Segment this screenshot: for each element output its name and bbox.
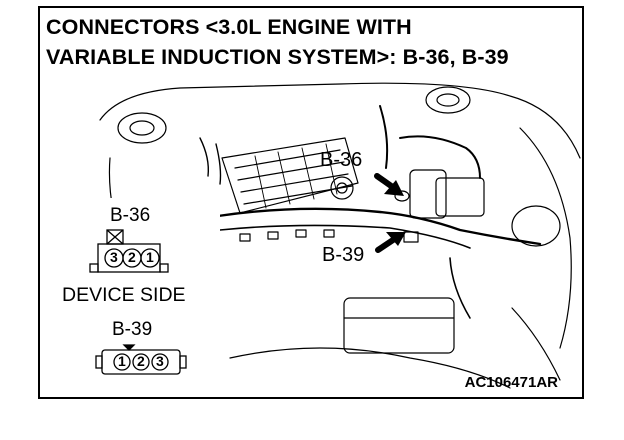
upper-hose [399, 135, 481, 179]
throttle-plate [336, 182, 348, 194]
legend-b36-label: B-36 [110, 205, 151, 226]
b36-connector-drawing [394, 190, 410, 202]
legend-b39-label: B-39 [112, 319, 153, 340]
b39-callout-label: B-39 [322, 244, 365, 266]
diagram-title: CONNECTORS <3.0L ENGINE WITH VARIABLE IN… [46, 12, 509, 72]
intake-manifold [221, 137, 359, 214]
engine-bay-drawing [42, 82, 581, 397]
injector-connector-4 [323, 229, 335, 238]
b36-pin-1: 1 [146, 249, 154, 265]
right-fender-line [519, 127, 572, 349]
radiator-support-line [229, 347, 511, 389]
b39-pin-1: 1 [118, 353, 126, 369]
right-strut-cap [436, 93, 460, 107]
left-wire-leads [199, 137, 222, 185]
b36-callout-arrow [374, 173, 404, 196]
left-strut-cap [129, 120, 155, 136]
b36-connector-symbol [89, 229, 169, 273]
b39-pin-3-circle [151, 353, 169, 371]
b39-callout-arrow [375, 232, 406, 253]
figure-code: AC106471AR [464, 374, 558, 391]
ground-strap [449, 257, 471, 319]
b36-callout-label: B-36 [320, 149, 363, 171]
wiring-harness-branch [219, 224, 471, 249]
throttle-body [330, 176, 354, 200]
b39-pin-1-circle [113, 353, 131, 371]
b36-pin-1-circle [140, 248, 160, 268]
hood-edge-line [99, 82, 581, 159]
injector-connector-3 [295, 229, 307, 238]
wiring-harness [216, 207, 542, 246]
diagram-frame: CONNECTORS <3.0L ENGINE WITH VARIABLE IN… [38, 6, 584, 399]
right-strut-tower [425, 86, 471, 114]
legend-panel [42, 198, 220, 397]
lower-right-panel [511, 307, 561, 381]
injector-connector-2 [267, 231, 279, 240]
solenoid-block [409, 169, 447, 219]
b36-pin-3: 3 [110, 249, 118, 265]
device-side-label: DEVICE SIDE [62, 284, 186, 306]
relay-box [435, 177, 485, 217]
b39-connector-drawing [403, 231, 419, 243]
b39-pin-3: 3 [156, 353, 164, 369]
vacuum-hose [379, 105, 389, 169]
b39-connector-symbol [95, 344, 187, 375]
title-line-1: CONNECTORS <3.0L ENGINE WITH [46, 15, 412, 39]
b36-pin-2: 2 [128, 249, 136, 265]
b39-pin-2: 2 [137, 353, 145, 369]
intake-runners [234, 149, 353, 205]
air-cleaner-box [343, 297, 455, 354]
reservoir-tank [511, 205, 561, 247]
left-strut-tower [117, 112, 167, 144]
injector-connector-1 [239, 233, 251, 242]
title-line-2: VARIABLE INDUCTION SYSTEM>: B-36, B-39 [46, 45, 509, 69]
intake-runner-dividers [254, 143, 338, 209]
b39-pin-2-circle [132, 353, 150, 371]
